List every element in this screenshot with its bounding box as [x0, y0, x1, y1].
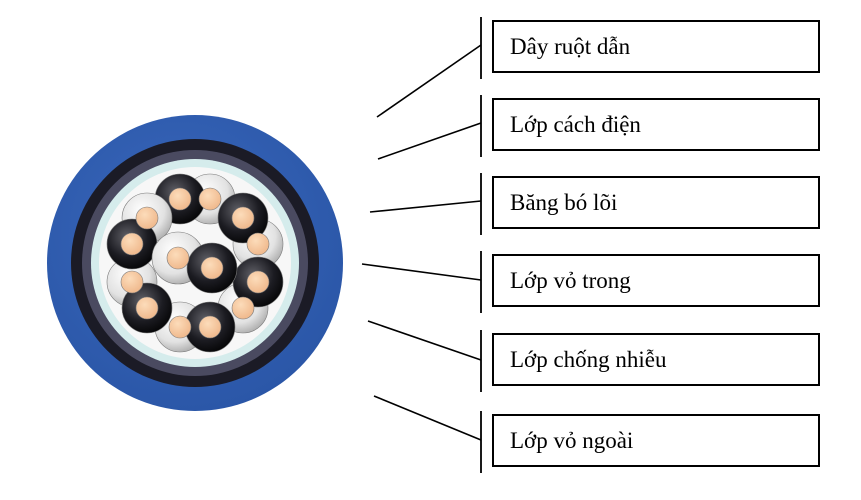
label-box-shielding: Lớp chống nhiễu	[492, 333, 820, 386]
leader-line-conductor	[376, 44, 482, 118]
conductor-core	[231, 206, 255, 230]
conductor-core	[168, 315, 192, 339]
label-box-insulation: Lớp cách điện	[492, 98, 820, 151]
conductor-core	[168, 187, 192, 211]
conductor-core	[246, 270, 270, 294]
leader-lines	[361, 44, 482, 441]
conductor-core	[198, 187, 222, 211]
label-text-inner-sheath: Lớp vỏ trong	[510, 267, 631, 293]
label-box-inner-sheath: Lớp vỏ trong	[492, 254, 820, 307]
label-box-conductor: Dây ruột dẫn	[492, 20, 820, 73]
label-text-insulation: Lớp cách điện	[510, 111, 641, 137]
conductor-core	[231, 296, 255, 320]
label-text-core-wrap: Băng bó lõi	[510, 189, 618, 215]
conductor-core	[135, 206, 159, 230]
conductor-core	[120, 270, 144, 294]
label-text-conductor: Dây ruột dẫn	[510, 33, 631, 59]
conductor-core	[200, 256, 224, 280]
label-box-outer-sheath: Lớp vỏ ngoài	[492, 414, 820, 467]
conductor-core	[135, 296, 159, 320]
label-text-shielding: Lớp chống nhiễu	[510, 346, 667, 372]
label-box-core-wrap: Băng bó lõi	[492, 176, 820, 229]
conductor-core	[166, 246, 190, 270]
conductor-core	[246, 232, 270, 256]
conductor-core	[198, 315, 222, 339]
leader-line-core-wrap	[369, 200, 482, 213]
label-text-outer-sheath: Lớp vỏ ngoài	[510, 427, 634, 453]
wire-pairs	[106, 173, 284, 353]
conductor-core	[120, 232, 144, 256]
leader-line-insulation	[377, 122, 482, 160]
leader-line-outer-sheath	[373, 395, 482, 441]
leader-line-shielding	[367, 320, 482, 361]
leader-line-inner-sheath	[361, 263, 482, 281]
